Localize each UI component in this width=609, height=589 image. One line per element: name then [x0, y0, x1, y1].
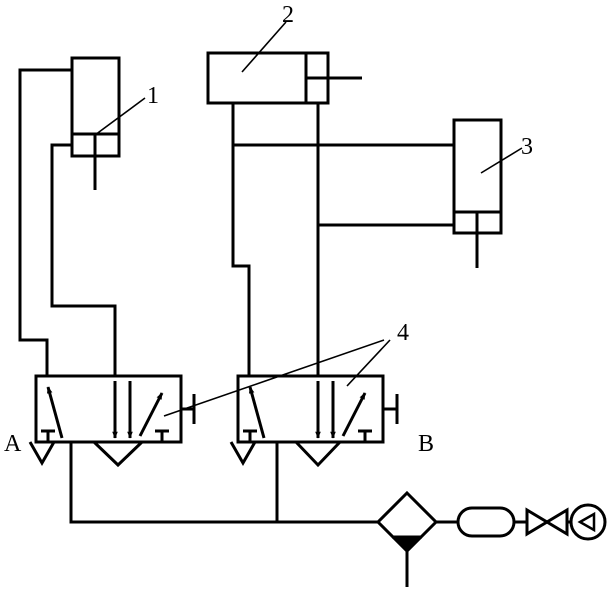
valve-b	[229, 374, 399, 468]
valve-a-flow-arrow-4	[138, 392, 164, 437]
cylinder-3-label: 3	[521, 134, 533, 160]
valve-b-flow-arrow-1	[248, 386, 266, 439]
valve-a-flow-arrow-1	[46, 386, 64, 439]
cylinder-1-leader	[94, 97, 146, 136]
valve-b-flow-arrow-4	[341, 392, 367, 437]
valve-a-exhaust-left	[28, 441, 56, 467]
cylinder-2	[206, 51, 362, 105]
air-filter	[375, 490, 439, 587]
valve-b-exhaust-right	[294, 440, 342, 468]
valve-a-label: A	[4, 431, 22, 457]
compressor-source	[569, 503, 607, 541]
cylinder-1	[70, 56, 121, 190]
valves-4-leader-a	[163, 339, 385, 417]
valve-b-label: B	[418, 431, 434, 457]
pneumatic-lines	[18, 68, 571, 524]
valve-b-exhaust-left	[229, 441, 257, 467]
cylinder-1-label: 1	[147, 83, 159, 109]
valves-4-label: 4	[397, 320, 409, 346]
valve-a-exhaust-right	[92, 440, 144, 468]
valves-4-leader-b	[346, 339, 391, 387]
cylinder-3	[452, 118, 503, 268]
check-valve	[525, 507, 569, 537]
cylinder-3-leader	[480, 147, 523, 174]
cylinder-2-label: 2	[282, 2, 294, 28]
cylinder-2-leader	[241, 21, 287, 73]
valve-a	[28, 374, 196, 468]
air-reservoir	[456, 506, 516, 538]
